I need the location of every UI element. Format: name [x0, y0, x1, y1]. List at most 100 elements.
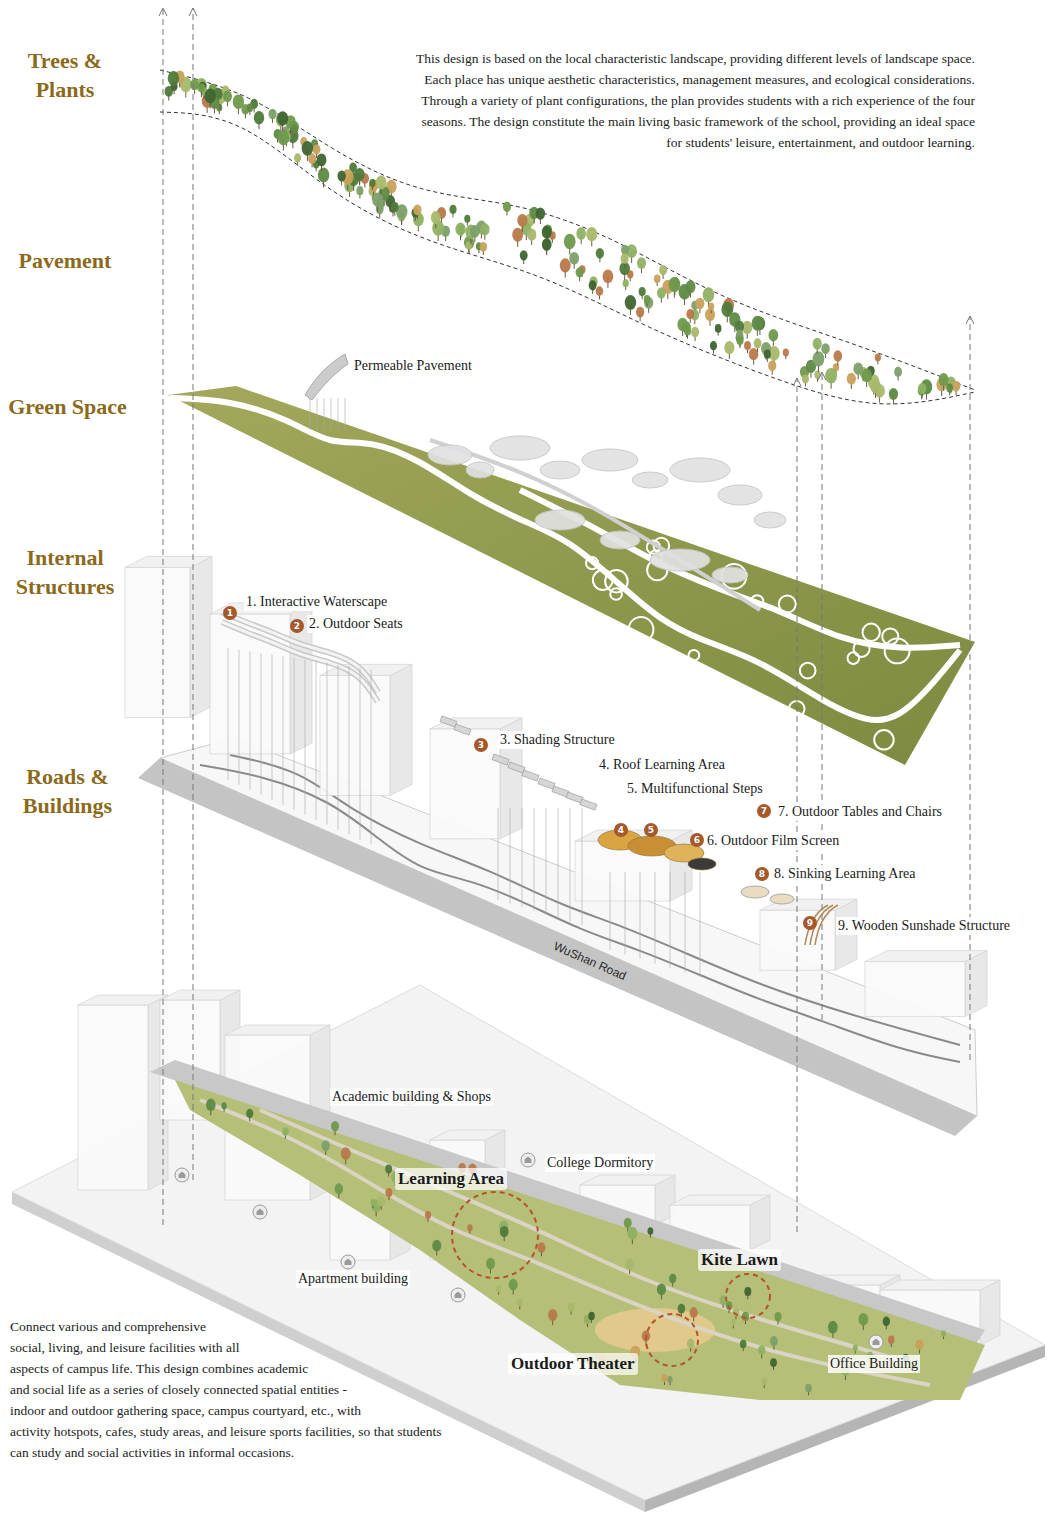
- building-massing: [980, 1280, 1000, 1345]
- trees-plants-layer: [431, 211, 441, 224]
- callout-label: 8. Sinking Learning Area: [774, 866, 916, 881]
- trees-plants-layer: [686, 309, 694, 319]
- building-massing: [78, 995, 168, 1005]
- tree-planting: [500, 1226, 509, 1237]
- trees-plants-layer: [596, 286, 604, 296]
- road-label: WuShan Road: [552, 939, 629, 983]
- tree-planting: [548, 1309, 557, 1321]
- pavement-layer: [582, 449, 638, 471]
- callout-label: 2. Outdoor Seats: [309, 616, 403, 631]
- trees-plants-layer: [853, 362, 863, 374]
- tree-planting: [669, 1274, 676, 1284]
- projection-line: [498, 808, 499, 900]
- tree-planting: [537, 1242, 545, 1252]
- callout-number: 4: [618, 825, 624, 835]
- building-label: Academic building & Shops: [332, 1089, 491, 1104]
- projection-arrow: [966, 316, 974, 324]
- trees-plants-layer: [946, 384, 953, 393]
- callout-number: 8: [759, 869, 765, 879]
- trees-plants-layer: [576, 227, 586, 240]
- trees-plants-layer: [752, 316, 763, 331]
- tree-planting: [568, 1303, 575, 1312]
- pavement-layer: [670, 458, 730, 482]
- green-space-layer: [848, 652, 860, 664]
- projection-line: [534, 808, 535, 911]
- trees-plants-layer: [356, 186, 363, 195]
- projection-line: [610, 872, 611, 950]
- building-icon: [521, 1153, 535, 1167]
- tree-planting: [744, 1287, 751, 1296]
- green-space-layer: [800, 663, 816, 679]
- pavement-layer: [712, 567, 748, 583]
- projection-line: [570, 808, 571, 922]
- highlight-circle: [452, 1192, 770, 1366]
- layer-title: Trees & Plants: [10, 46, 120, 104]
- description-text: This design is based on the local charac…: [416, 51, 975, 150]
- trees-plants-layer: [503, 201, 511, 211]
- trees-plants-layer: [190, 79, 199, 90]
- trees-plants-layer: [833, 350, 842, 361]
- building-label: College Dormitory: [547, 1155, 653, 1170]
- projection-line: [670, 872, 671, 968]
- internal-structures: [688, 858, 716, 870]
- pavement-layer: [540, 461, 580, 479]
- trees-plants-layer: [596, 248, 604, 259]
- trees-plants-layer: [657, 287, 666, 298]
- tree-planting: [425, 1211, 431, 1219]
- trees-plants-layer: [686, 280, 696, 293]
- callout-label: 7. Outdoor Tables and Chairs: [778, 804, 942, 819]
- trees-plants-layer: [247, 103, 254, 112]
- callout-label: 4. Roof Learning Area: [599, 757, 725, 772]
- base-site-model: [200, 1100, 930, 1385]
- building-massing: [965, 951, 987, 1017]
- trees-plants-layer: [705, 308, 715, 321]
- projection-line: [625, 872, 626, 955]
- callout-number: 3: [474, 738, 488, 752]
- tree-planting: [432, 1240, 441, 1252]
- building-massing: [580, 1175, 675, 1185]
- pavement-layer: [535, 510, 585, 530]
- building-icon: [345, 1259, 352, 1266]
- trees-plants-layer: [372, 193, 383, 207]
- internal-structures: [580, 799, 597, 810]
- projection-line: [338, 665, 339, 830]
- trees-plants-layer: [317, 153, 327, 166]
- tree-planting: [661, 1374, 667, 1382]
- tree-planting: [828, 1321, 838, 1334]
- trees-plants-layer: [724, 341, 734, 354]
- tree-planting: [805, 1384, 812, 1393]
- callout-number: 2: [290, 619, 304, 633]
- highlight-circle: [646, 1314, 698, 1366]
- permeable-pavement-piece: [331, 398, 332, 430]
- tree-planting: [941, 1330, 946, 1337]
- building-icon: [869, 1335, 883, 1349]
- projection-line: [640, 872, 641, 959]
- trees-plants-layer: [737, 336, 744, 345]
- trees-plants-layer: [644, 295, 651, 304]
- projection-arrow: [793, 378, 801, 386]
- pavement-layer: [428, 445, 472, 465]
- building-massing: [225, 1025, 330, 1035]
- trees-plants-layer: [813, 351, 825, 366]
- trees-plants-layer: [825, 368, 837, 383]
- building-massing: [125, 556, 212, 567]
- projection-arrow: [189, 8, 197, 16]
- trees-plants-layer: [480, 242, 488, 252]
- tree-planting: [625, 1259, 634, 1270]
- permeable-pavement-piece: [305, 354, 348, 430]
- tree-planting: [206, 1099, 216, 1111]
- trees-plants-layer: [875, 353, 881, 361]
- trees-plants-layer: [520, 250, 528, 260]
- zone-label: Kite Lawn: [698, 1249, 781, 1271]
- trees-plants-layer: [625, 295, 636, 310]
- trees-plants-layer: [198, 84, 205, 93]
- zone-label: Learning Area: [398, 1169, 504, 1188]
- trees-plants-layer: [639, 287, 646, 296]
- tree-planting: [647, 1227, 653, 1235]
- trees-plants-layer: [769, 329, 779, 342]
- callout-label: 1. Interactive Waterscape: [246, 594, 387, 609]
- trees-plants-layer: [542, 238, 552, 251]
- internal-structures: [522, 770, 539, 781]
- building-massing: [125, 567, 190, 717]
